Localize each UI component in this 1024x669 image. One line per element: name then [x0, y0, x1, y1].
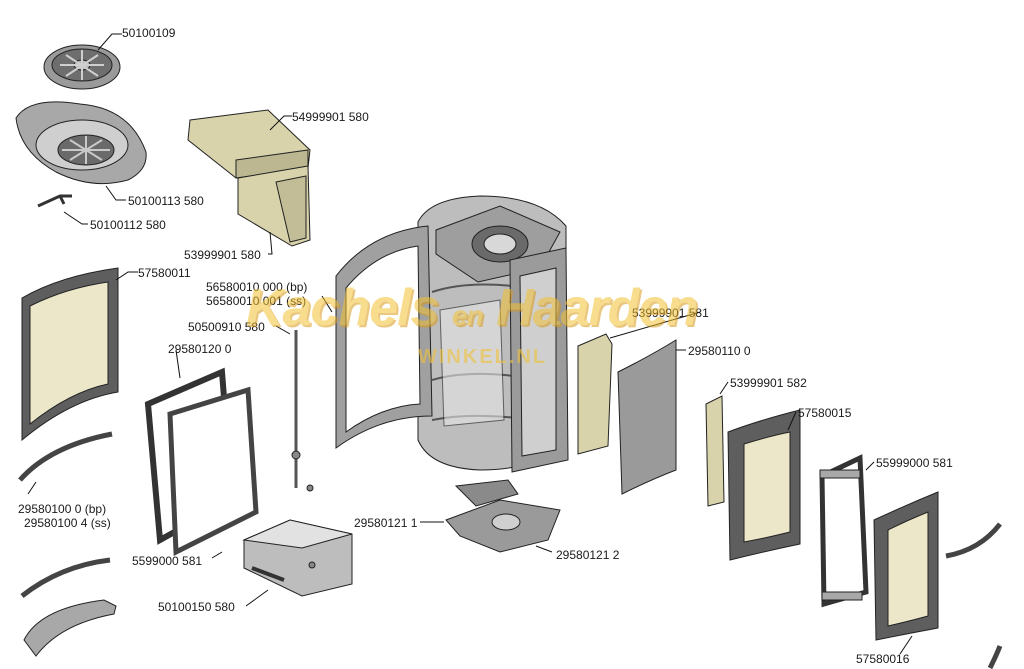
label-57580015: 57580015 — [798, 406, 852, 420]
label-29580110-0: 29580110 0 — [688, 344, 751, 358]
label-56580010-000: 56580010 000 (bp) — [206, 280, 308, 294]
ash-drawer — [242, 519, 353, 597]
rod — [291, 330, 314, 492]
side-stone-2 — [705, 395, 725, 507]
right-strip — [945, 522, 1002, 559]
side-stone-1 — [577, 333, 613, 455]
hook-handle — [37, 194, 72, 208]
label-5599000-581: 5599000 581 — [132, 554, 203, 568]
label-53999901-581: 53999901 581 — [632, 306, 709, 320]
curved-strip — [18, 431, 113, 482]
lower-bracket — [23, 599, 117, 657]
side-panel — [617, 339, 677, 495]
round-grate — [43, 44, 121, 90]
label-50100113-580: 50100113 580 — [128, 194, 204, 208]
label-53999901-580: 53999901 580 — [184, 248, 261, 262]
label-29580121-2: 29580121 2 — [556, 548, 620, 562]
label-56580010-001: 56580010 001 (ss) — [206, 294, 307, 308]
glass-panel-right — [727, 409, 801, 561]
glass-panel-lower-right — [873, 491, 939, 641]
watermark-logo: Kachels en Haarden — [246, 279, 698, 337]
bottom-bracket — [445, 479, 561, 553]
label-55999000-581: 55999000 581 — [876, 456, 953, 470]
right-strip-lower — [987, 645, 1003, 669]
watermark-subtitle: WINKEL.NL — [418, 346, 548, 368]
label-54999901-580: 54999901 580 — [292, 110, 369, 124]
label-57580016: 57580016 — [856, 652, 910, 666]
label-50100112-580: 50100112 580 — [90, 218, 166, 232]
ash-pan — [15, 101, 147, 185]
door-frame — [144, 367, 259, 556]
label-29580120-0: 29580120 0 — [168, 342, 232, 356]
label-53999901-582: 53999901 582 — [730, 376, 807, 390]
label-50100109: 50100109 — [122, 26, 176, 40]
glass-frame-right — [819, 454, 869, 608]
lower-strip — [20, 557, 111, 598]
stove-door — [335, 225, 433, 449]
label-29580100-4-ss: 29580100 4 (ss) — [24, 516, 111, 530]
glass-panel-left — [21, 267, 119, 442]
label-50500910-580: 50500910 580 — [188, 320, 265, 334]
label-29580100-0-bp: 29580100 0 (bp) — [18, 502, 107, 516]
label-50100150-580: 50100150 580 — [158, 600, 235, 614]
back-stone — [237, 165, 311, 247]
stove-body — [417, 195, 569, 473]
label-57580011: 57580011 — [138, 266, 191, 280]
label-29580121-1: 29580121 1 — [354, 516, 418, 530]
